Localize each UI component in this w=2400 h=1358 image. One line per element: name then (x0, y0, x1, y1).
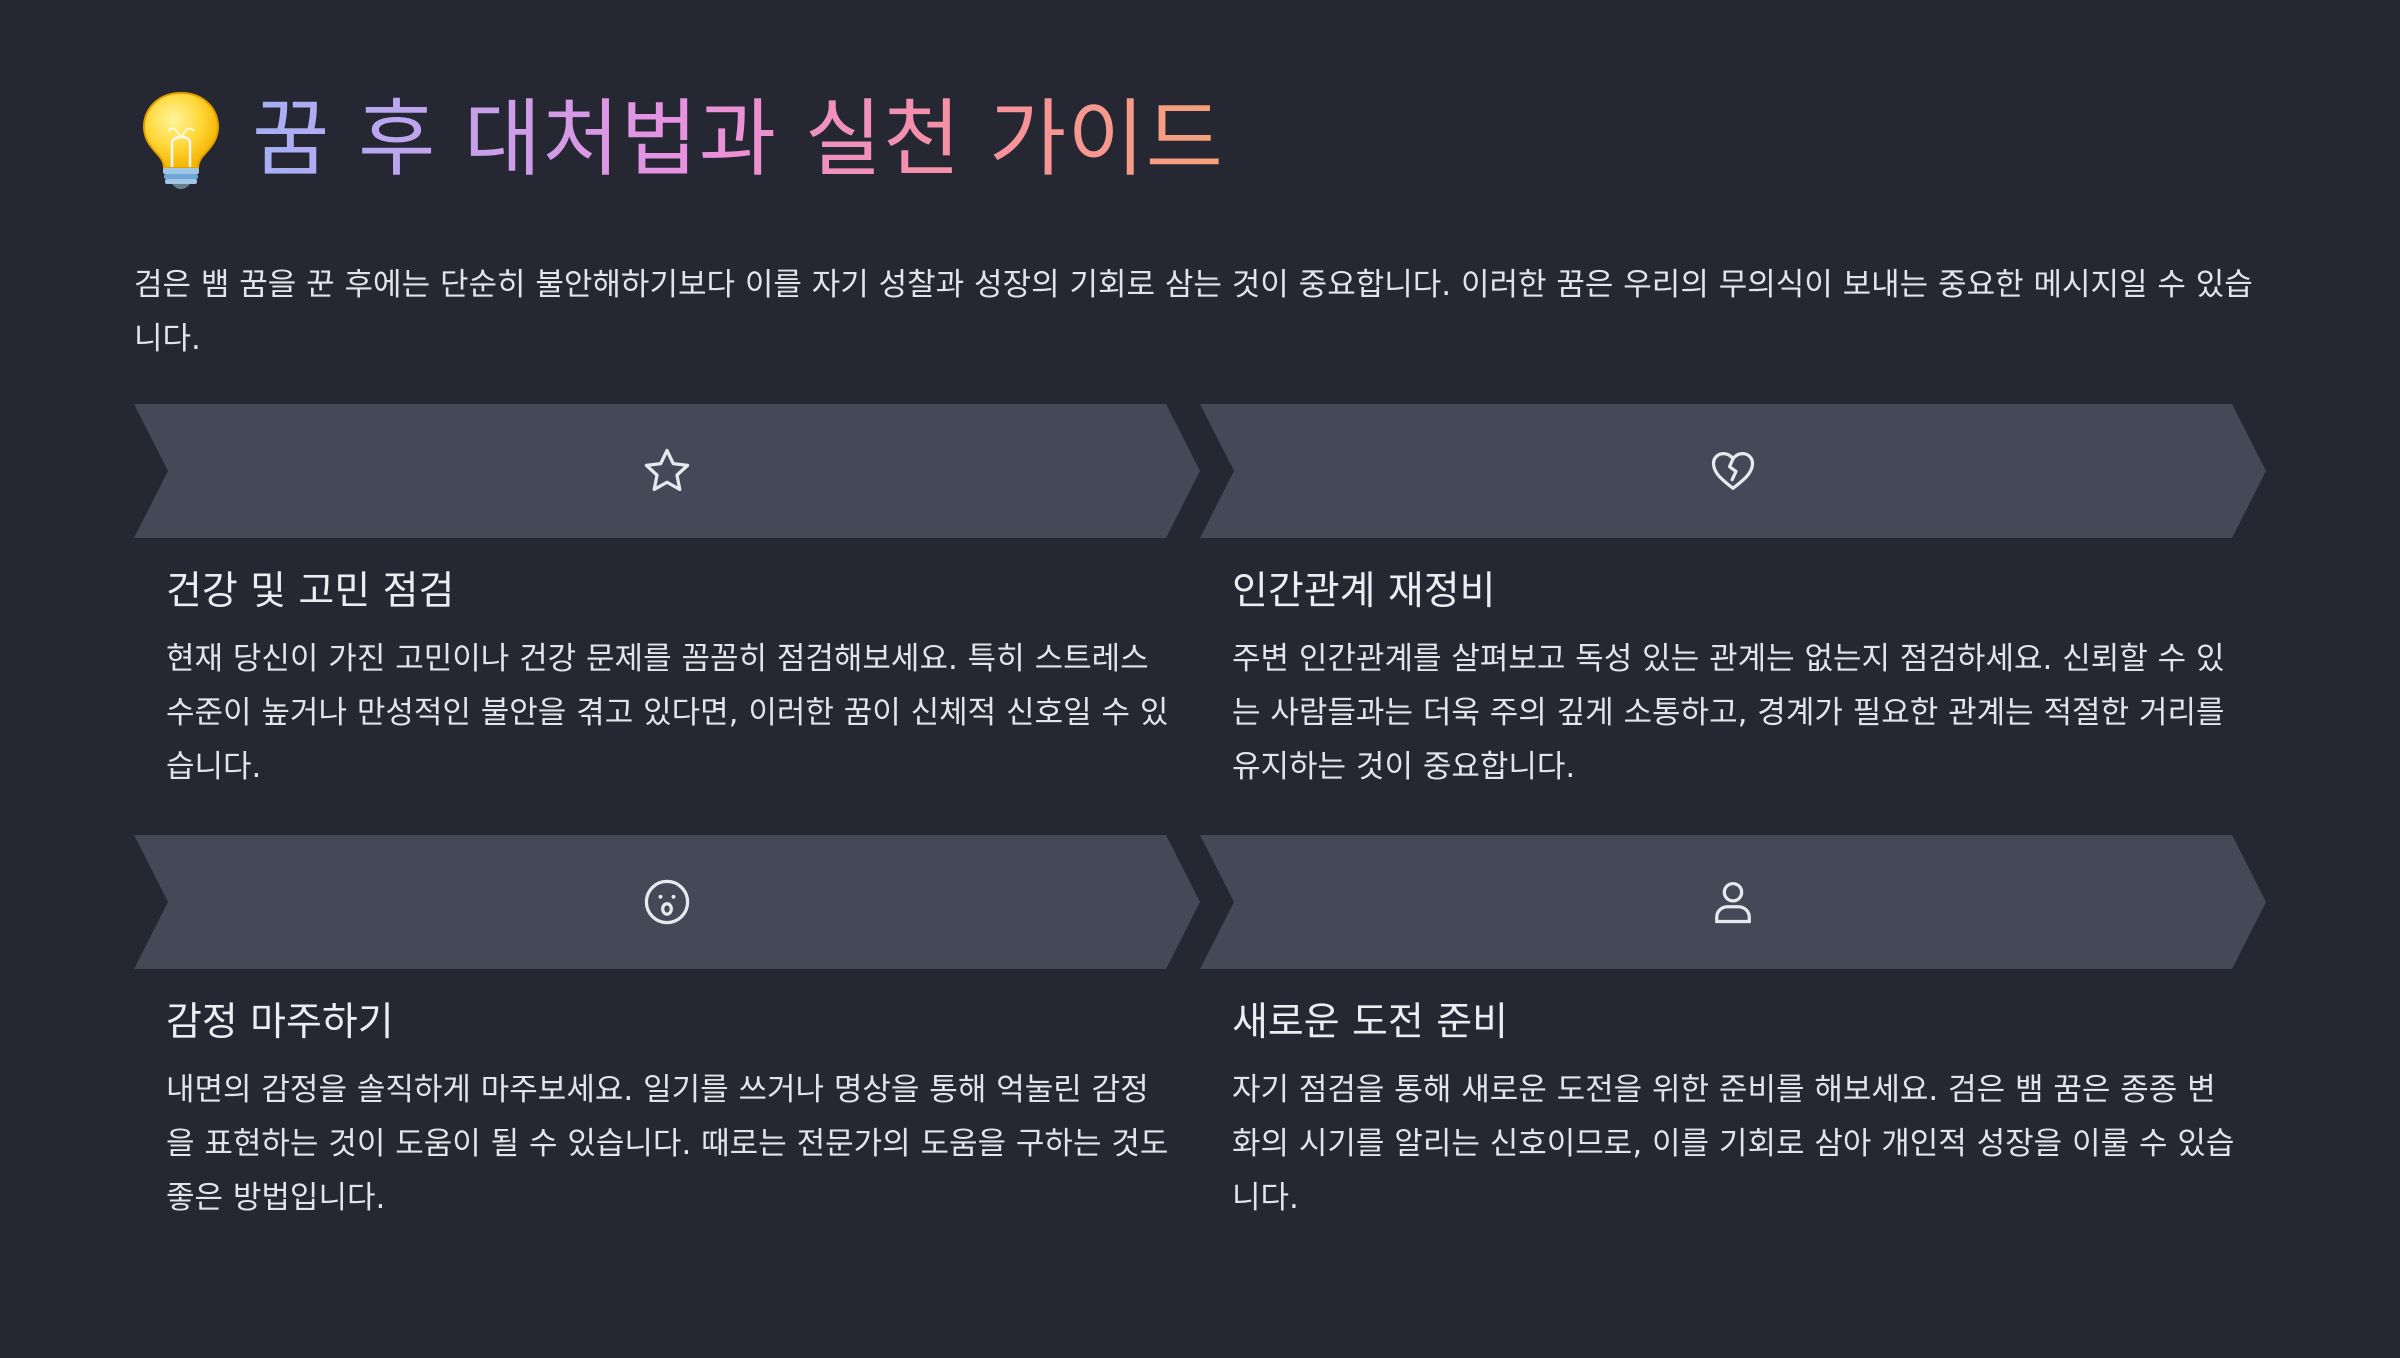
surprised-face-icon (644, 879, 690, 925)
card-description: 자기 점검을 통해 새로운 도전을 위한 준비를 해보세요. 검은 뱀 꿈은 종… (1232, 1072, 2235, 1216)
guide-card-emotions: 감정 마주하기 내면의 감정을 솔직하게 마주보세요. 일기를 쓰거나 명상을 … (134, 835, 1200, 1255)
lightbulb-icon (142, 91, 220, 189)
card-title: 새로운 도전 준비 (1232, 1000, 1508, 1045)
card-description: 내면의 감정을 솔직하게 마주보세요. 일기를 쓰거나 명상을 통해 억눌린 감… (166, 1072, 1169, 1216)
page-header: 꿈 후 대처법과 실천 가이드 (136, 84, 1224, 194)
card-title: 건강 및 고민 점검 (166, 569, 455, 614)
guide-card-challenge: 새로운 도전 준비 자기 점검을 통해 새로운 도전을 위한 준비를 해보세요.… (1200, 835, 2266, 1255)
card-description: 현재 당신이 가진 고민이나 건강 문제를 꼼꼼히 점검해보세요. 특히 스트레… (166, 641, 1169, 785)
guide-card-relationships: 인간관계 재정비 주변 인간관계를 살펴보고 독성 있는 관계는 없는지 점검하… (1200, 404, 2266, 824)
intro-paragraph: 검은 뱀 꿈을 꾼 후에는 단순히 불안해하기보다 이를 자기 성찰과 성장의 … (134, 267, 2253, 357)
card-description: 주변 인간관계를 살펴보고 독성 있는 관계는 없는지 점검하세요. 신뢰할 수… (1232, 641, 2225, 785)
guide-card-health: 건강 및 고민 점검 현재 당신이 가진 고민이나 건강 문제를 꼼꼼히 점검해… (134, 404, 1200, 824)
star-icon (644, 448, 690, 492)
broken-heart-icon (1711, 452, 1755, 490)
card-banner (134, 404, 1200, 538)
card-title: 감정 마주하기 (166, 1000, 394, 1045)
card-banner (134, 835, 1200, 969)
card-title: 인간관계 재정비 (1232, 569, 1496, 614)
user-icon (1715, 881, 1751, 924)
page-title: 꿈 후 대처법과 실천 가이드 (252, 84, 1224, 194)
